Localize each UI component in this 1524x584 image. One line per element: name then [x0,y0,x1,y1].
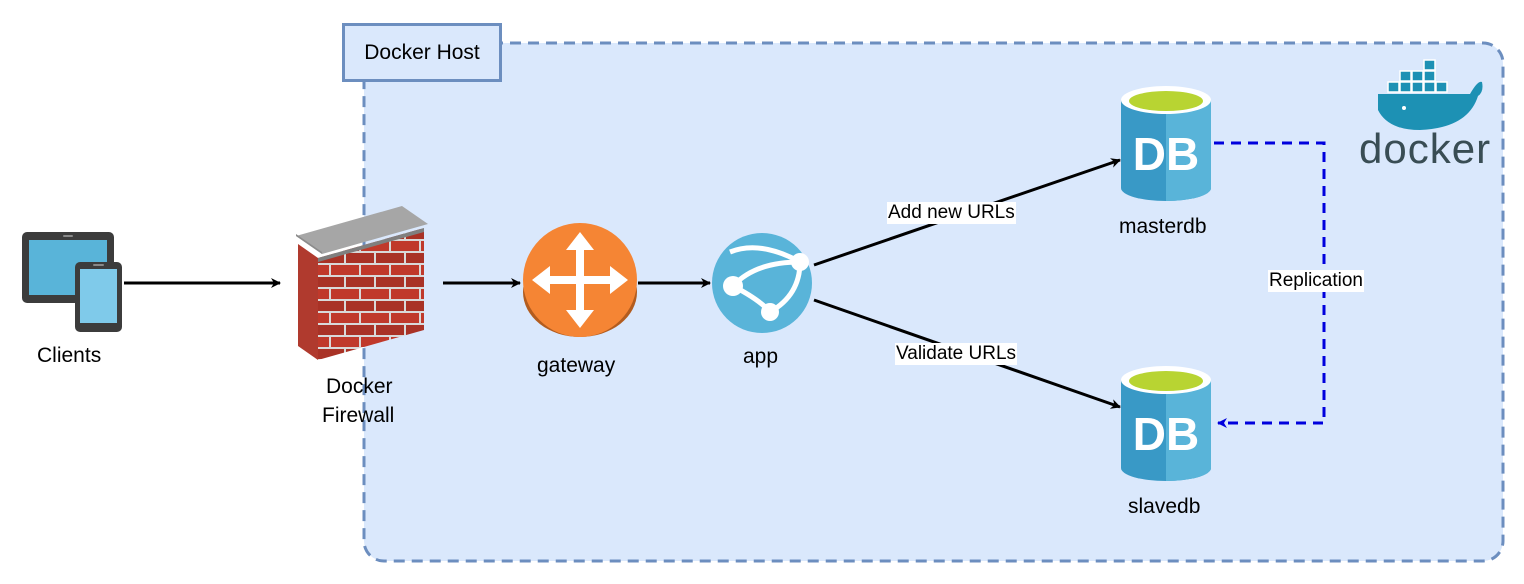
gateway-label: gateway [537,354,616,377]
edge-replication [1214,141,1326,428]
masterdb-db-glyph: DB [1133,128,1199,180]
firewall-icon [296,206,428,360]
clients-label: Clients [37,344,102,367]
edge-label-replication: Replication [1268,270,1364,292]
masterdb-label: masterdb [1119,215,1207,238]
slavedb-label: slavedb [1128,495,1201,518]
edge-label-validate-urls: Validate URLs [895,343,1018,365]
slavedb-db-glyph: DB [1133,408,1199,460]
edge-label-add-new-urls: Add new URLs [887,202,1016,224]
slavedb-database-icon [1121,366,1211,481]
firewall-label-line1: Docker [326,375,393,398]
firewall-label-line2: Firewall [322,404,395,427]
app-service-icon [712,233,812,333]
masterdb-database-icon [1121,86,1211,201]
clients-device-icon [22,232,122,332]
app-label: app [743,345,779,368]
gateway-router-icon [523,223,637,337]
docker-logo-text: docker [1359,125,1492,172]
docker-host-title: Docker Host [342,23,502,82]
docker-whale-icon [1378,59,1483,130]
